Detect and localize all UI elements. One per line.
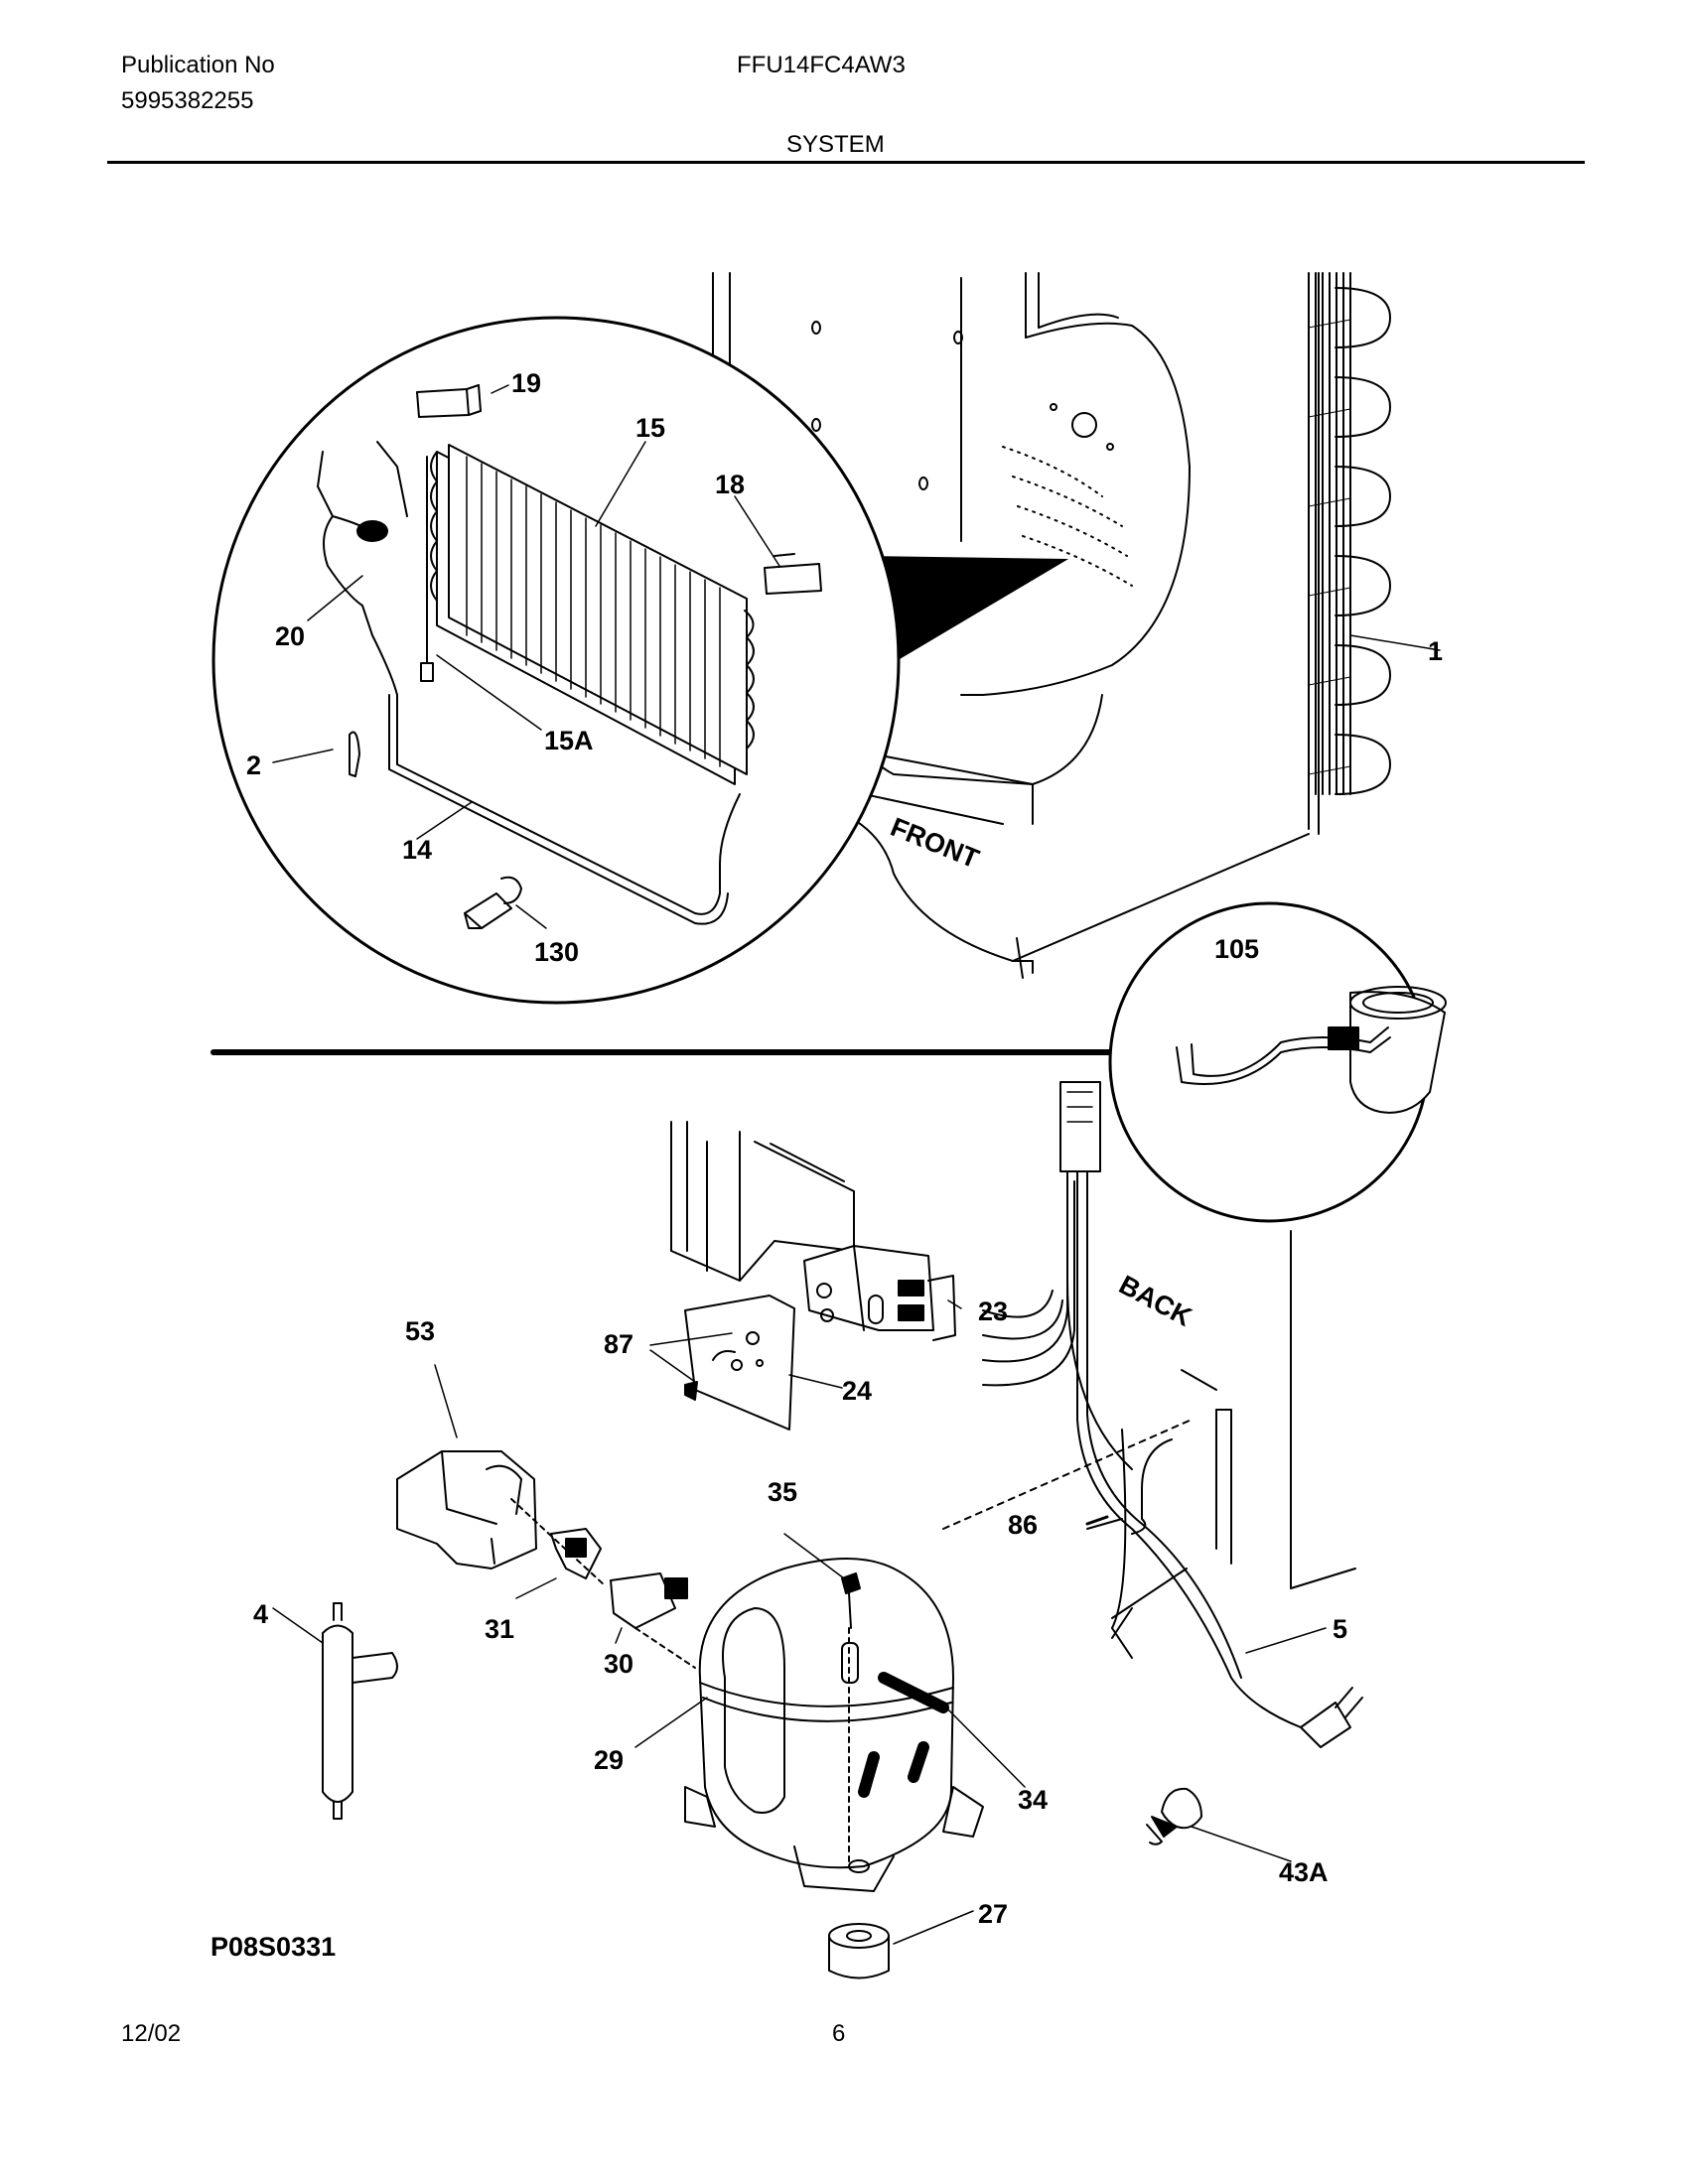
callout-5: 5 — [1333, 1614, 1347, 1644]
callout-35: 35 — [768, 1477, 797, 1507]
tube-clamp — [1146, 1787, 1292, 1862]
callout-130: 130 — [534, 937, 579, 967]
callout-20: 20 — [275, 621, 305, 651]
condenser-coil — [1308, 272, 1441, 795]
callout-31: 31 — [485, 1614, 514, 1644]
callout-2: 2 — [246, 751, 261, 780]
drain-pan-detail — [1108, 901, 1447, 1223]
section-title: SYSTEM — [786, 131, 885, 158]
page-number: 6 — [832, 2020, 846, 2047]
callout-4: 4 — [253, 1599, 268, 1629]
footer-date: 12/02 — [121, 2020, 182, 2047]
diagram-code: P08S0331 — [211, 1932, 336, 1962]
callout-14: 14 — [402, 835, 432, 865]
callout-30: 30 — [604, 1649, 633, 1679]
callout-23: 23 — [978, 1297, 1008, 1326]
callout-87: 87 — [604, 1329, 633, 1359]
callout-27: 27 — [978, 1899, 1008, 1929]
callout-18: 18 — [715, 470, 745, 499]
callout-19: 19 — [511, 368, 541, 398]
publication-label: Publication No — [121, 52, 275, 78]
callout-34: 34 — [1018, 1785, 1048, 1815]
publication-number: 5995382255 — [121, 87, 254, 114]
header-rule — [107, 161, 1585, 164]
compressor — [634, 1533, 1026, 1892]
callout-53: 53 — [405, 1316, 435, 1346]
cabinet-lower — [670, 1081, 1363, 1748]
evaporator-detail — [211, 316, 901, 1005]
callout-15: 15 — [635, 413, 665, 443]
drier — [272, 1602, 398, 1820]
callout-105: 105 — [1214, 934, 1259, 964]
front-label: FRONT — [887, 812, 984, 875]
callout-29: 29 — [594, 1745, 624, 1775]
callout-86: 86 — [1008, 1510, 1038, 1540]
callout-1: 1 — [1428, 636, 1443, 666]
back-label: BACK — [1114, 1270, 1196, 1332]
callout-24: 24 — [842, 1376, 872, 1406]
defrost-timer — [649, 1245, 962, 1431]
relay-assembly — [396, 1364, 696, 1669]
model-number: FFU14FC4AW3 — [737, 52, 906, 78]
callout-43A: 43A — [1279, 1857, 1329, 1887]
callout-15A: 15A — [544, 726, 594, 755]
grommet — [828, 1910, 974, 1979]
